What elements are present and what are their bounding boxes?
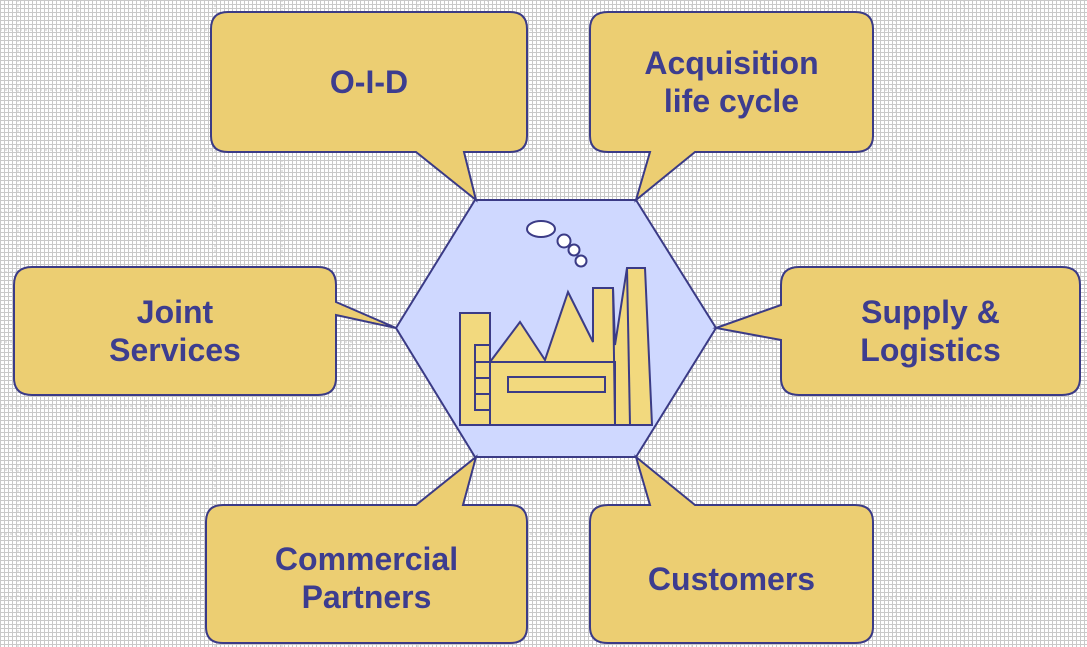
callout-acquisition-shape <box>589 11 874 203</box>
callout-customers-shape <box>589 454 874 644</box>
callout-customers-label: Customers <box>647 561 816 597</box>
callout-commercial-label: Commercial Partners <box>274 540 459 615</box>
callout-commercial-shape <box>205 454 528 644</box>
thought-bubble-icon <box>526 220 588 268</box>
callout-joint-shape <box>13 266 397 396</box>
callout-acquisition-label: Acquisition life cycle <box>644 45 819 119</box>
callout-supply-shape <box>712 266 1081 396</box>
callout-oid-shape <box>210 11 528 203</box>
factory-icon <box>459 267 654 426</box>
callout-joint-label: Joint Services <box>109 294 241 368</box>
callout-oid-label: O-I-D <box>329 64 409 100</box>
callout-supply-label: Supply & Logistics <box>860 294 1001 368</box>
